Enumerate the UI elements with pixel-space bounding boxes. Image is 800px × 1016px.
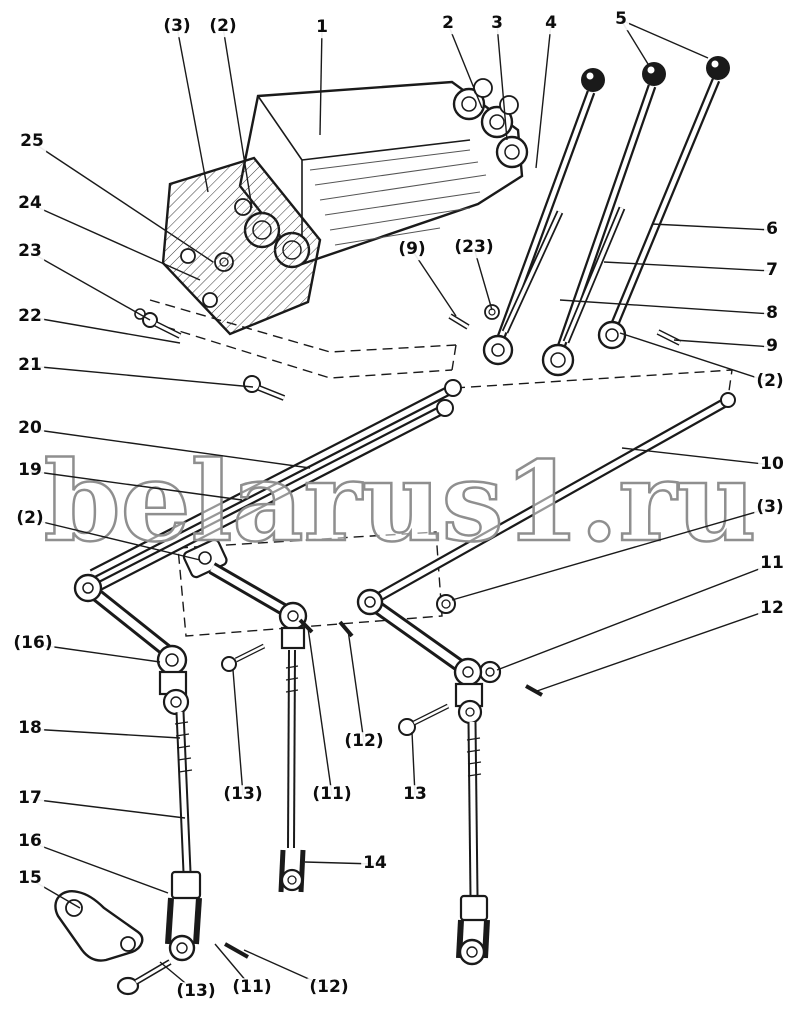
callout-3-ref: (3) [754,497,786,518]
callout-15: 15 [16,868,44,889]
callout-25: 25 [18,131,46,152]
callout-14: 14 [361,853,389,874]
callout-2: 2 [440,13,456,34]
callout-12: 12 [758,598,786,619]
bell-crank-middle [208,562,292,618]
callout-3: 3 [489,13,505,34]
callout-16: 16 [16,831,44,852]
callout-12-ref: (12) [307,977,351,998]
callout-9-ref: (9) [396,239,428,260]
vertical-link-left [156,644,202,962]
vertical-link-right [453,657,490,966]
callout-23: 23 [16,241,44,262]
callout-7: 7 [764,260,780,281]
callout-6: 6 [764,219,780,240]
bolt-13-left [221,643,266,672]
pin-12-right [525,684,543,697]
control-lever-3 [597,56,730,350]
washer-3-mid [436,594,456,614]
callout-18: 18 [16,718,44,739]
bolt-13-mid [398,703,450,736]
callout-13: 13 [401,784,429,805]
callout-23-ref: (23) [452,237,496,258]
control-levers [482,56,730,377]
callout-10: 10 [758,454,786,475]
pin-9-left [448,313,470,330]
callout-17: 17 [16,788,44,809]
callout-22: 22 [16,306,44,327]
callout-20: 20 [16,418,44,439]
callout-2-ref: (2) [14,508,46,529]
callout-3-ref: (3) [161,16,193,37]
rod-19 [81,399,454,599]
rod-10 [367,392,736,607]
callout-2-ref: (2) [207,16,239,37]
callout-11-ref: (11) [230,977,274,998]
bell-cranks [73,562,502,684]
callout-19: 19 [16,460,44,481]
callout-13-ref: (13) [221,784,265,805]
callout-13-ref: (13) [174,981,218,1002]
callout-24: 24 [16,193,44,214]
callout-8: 8 [764,303,780,324]
callout-9: 9 [764,336,780,357]
callout-4: 4 [543,13,559,34]
callout-11-ref: (11) [310,784,354,805]
callout-12-ref: (12) [342,731,386,752]
vertical-link-middle [278,601,308,893]
control-lever-1 [482,68,605,366]
callout-16-ref: (16) [11,633,55,654]
callout-2-ref: (2) [754,371,786,392]
callout-21: 21 [16,355,44,376]
upper-link-rods [501,206,626,344]
callout-11: 11 [758,553,786,574]
callout-5: 5 [613,9,629,30]
callout-1: 1 [314,17,330,38]
